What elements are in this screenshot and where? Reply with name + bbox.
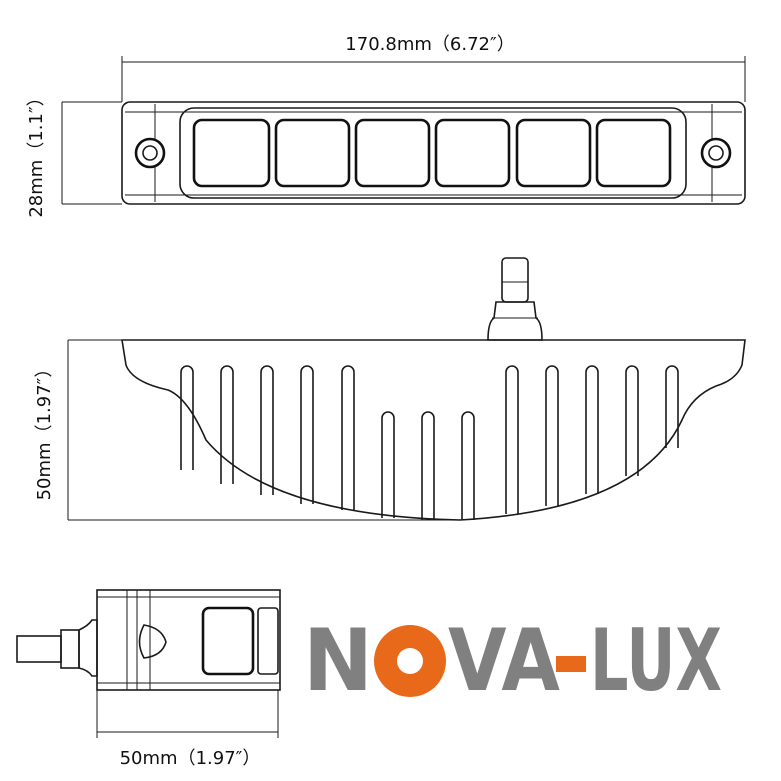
length-label: 170.8mm（6.72″）	[345, 34, 514, 55]
svg-text:VA: VA	[448, 611, 560, 711]
led-window-side	[201, 606, 255, 676]
led-window	[192, 118, 271, 188]
svg-text:LUX: LUX	[590, 611, 722, 711]
cooling-fins	[180, 365, 679, 520]
housing-top	[121, 101, 746, 205]
mount-screw-side	[138, 624, 167, 659]
top-height-label: 28mm（1.1″）	[26, 88, 47, 217]
led-window	[274, 118, 351, 188]
depth-label: 50mm（1.97″）	[120, 748, 261, 769]
led-window	[434, 118, 511, 188]
mount-screw-left	[134, 137, 166, 169]
top-view: 170.8mm（6.72″） 28mm（1.1″）	[26, 34, 746, 218]
end-view: 50mm（1.97″）	[16, 589, 281, 769]
cable-connector	[487, 257, 543, 341]
side-height-label: 50mm（1.97″）	[34, 360, 55, 501]
led-window	[354, 118, 431, 188]
side-view: 50mm（1.97″）	[34, 257, 746, 521]
mount-screw-right	[700, 137, 732, 169]
housing-end	[96, 589, 281, 691]
led-windows	[192, 118, 672, 188]
nova-lux-logo: N VA LUX	[303, 611, 722, 711]
svg-text:N: N	[303, 611, 373, 711]
led-window	[515, 118, 592, 188]
led-window	[595, 118, 672, 188]
